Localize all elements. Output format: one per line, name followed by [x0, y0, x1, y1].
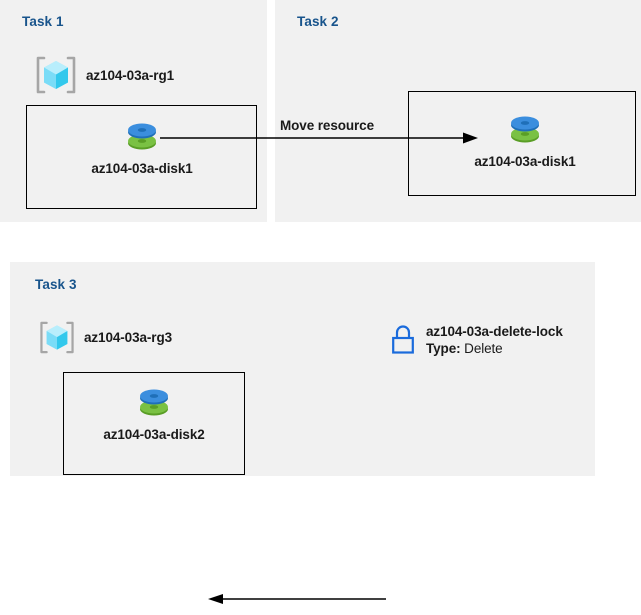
resource-box-task-2 [408, 91, 636, 196]
panel-task-2: Task 2 az104-03a-rg2 [275, 0, 641, 222]
managed-disk-icon [132, 380, 176, 424]
resource-task-3-disk: az104-03a-disk2 [90, 380, 218, 442]
lock-type-row: Type: Delete [426, 340, 563, 357]
resource-box-task-1 [26, 105, 257, 209]
lock-text-block: az104-03a-delete-lock Type: Delete [426, 323, 563, 357]
resource-group-cube-icon [34, 55, 78, 95]
connector-move-resource-label: Move resource [280, 118, 374, 133]
resource-task-2-disk: az104-03a-disk1 [461, 107, 589, 169]
resource-lock-task-3: az104-03a-delete-lock Type: Delete [388, 322, 563, 358]
resource-group-task-1: az104-03a-rg1 [34, 55, 174, 95]
panel-task-3: Task 3 az104-03a-rg3 [10, 262, 595, 604]
connector-move-resource [160, 126, 480, 152]
resource-group-cube-icon [38, 320, 76, 355]
managed-disk-icon [120, 114, 164, 158]
connector-lock-applies-to [208, 588, 390, 610]
padlock-icon [388, 322, 418, 358]
resource-task-1-disk: az104-03a-disk1 [78, 114, 206, 176]
resource-group-task-3: az104-03a-rg3 [38, 320, 172, 355]
panel-task-3-title: Task 3 [35, 277, 77, 292]
lock-type-value: Delete [464, 341, 503, 356]
panel-task-2-title: Task 2 [297, 14, 339, 29]
resource-group-label: az104-03a-rg3 [84, 330, 173, 345]
managed-disk-icon [503, 107, 547, 151]
resource-label: az104-03a-disk2 [103, 427, 205, 442]
resource-label: az104-03a-disk1 [91, 161, 193, 176]
panel-task-1-title: Task 1 [22, 14, 64, 29]
resource-group-label: az104-03a-rg1 [86, 67, 175, 83]
panel-task-1: Task 1 az104-03a-rg1 [0, 0, 267, 222]
resource-box-task-3 [63, 372, 245, 475]
lock-type-label: Type: [426, 341, 461, 356]
resource-label: az104-03a-disk1 [474, 154, 576, 169]
lock-name: az104-03a-delete-lock [426, 324, 563, 339]
